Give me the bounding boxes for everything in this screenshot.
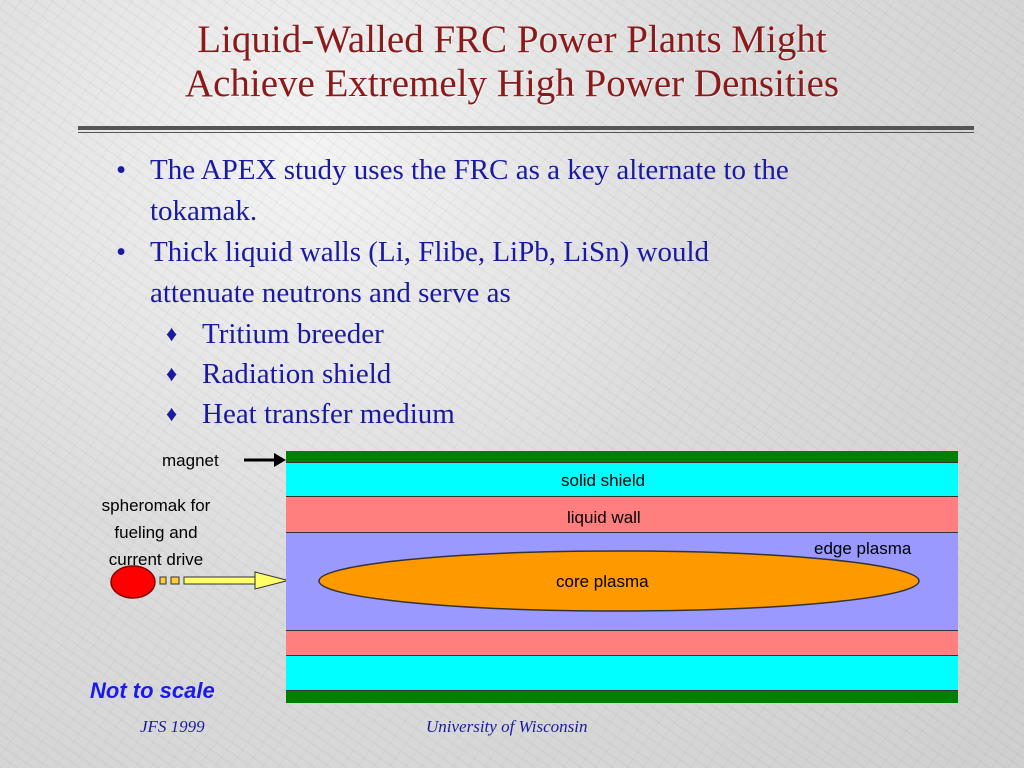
- spheromak-label-line-2: fueling and: [114, 523, 198, 542]
- edge-plasma-label: edge plasma: [814, 539, 912, 558]
- liquid-wall-label: liquid wall: [567, 508, 641, 527]
- footer-author-year: JFS 1999: [140, 717, 205, 736]
- bullet-text-2a: Thick liquid walls (Li, Flibe, LiPb, LiS…: [150, 236, 710, 268]
- bullet-text-1b: tokamak.: [150, 195, 258, 227]
- title-divider-thin: [78, 132, 974, 133]
- liquid-wall-band-top: [286, 497, 958, 533]
- magnet-band-top: [286, 451, 958, 462]
- title-divider-thick: [78, 126, 974, 130]
- sub-bullet-text: Radiation shield: [202, 358, 392, 390]
- sub-bullet-text: Heat transfer medium: [202, 398, 455, 430]
- magnet-label: magnet: [162, 451, 219, 470]
- bullet-dot-icon: •: [116, 236, 127, 268]
- spheromak-label-line-1: spheromak for: [101, 496, 211, 515]
- spheromak-injector: [110, 565, 289, 599]
- spheromak-label: spheromak for fueling and current drive: [76, 492, 236, 573]
- core-plasma-label: core plasma: [556, 572, 649, 591]
- bullet-item: • Thick liquid walls (Li, Flibe, LiPb, L…: [108, 232, 928, 314]
- spheromak-ball: [110, 565, 156, 599]
- liquid-wall-band-bottom: [286, 631, 958, 656]
- sub-bullet-text: Tritium breeder: [202, 318, 384, 350]
- sub-bullet-item: ♦ Radiation shield: [108, 354, 928, 394]
- solid-shield-band-bottom: [286, 656, 958, 691]
- spheromak-pellet: [159, 576, 167, 585]
- title-line-1: Liquid-Walled FRC Power Plants Might: [197, 18, 827, 61]
- injection-arrow-shaft: [183, 576, 259, 585]
- magnet-arrow-icon: [244, 453, 286, 467]
- not-to-scale-note: Not to scale: [90, 678, 215, 703]
- magnet-band-bottom: [286, 691, 958, 703]
- title-line-2: Achieve Extremely High Power Densities: [184, 62, 840, 105]
- footer-institution: University of Wisconsin: [426, 717, 588, 736]
- slide-title: Liquid-Walled FRC Power Plants Might Ach…: [0, 18, 1024, 106]
- spheromak-label-line-3: current drive: [108, 550, 204, 569]
- bullet-item: • The APEX study uses the FRC as a key a…: [108, 150, 928, 232]
- spheromak-pellet: [170, 576, 180, 585]
- solid-shield-band-top: [286, 462, 958, 497]
- injection-arrow-head: [254, 571, 289, 590]
- bullet-dot-icon: •: [116, 154, 127, 186]
- core-plasma-ellipse: [318, 550, 920, 612]
- bullet-list: • The APEX study uses the FRC as a key a…: [108, 150, 928, 434]
- diamond-bullet-icon: ♦: [166, 401, 178, 426]
- bullet-text-2b: attenuate neutrons and serve as: [150, 277, 511, 309]
- sub-bullet-item: ♦ Heat transfer medium: [108, 394, 928, 434]
- diamond-bullet-icon: ♦: [166, 321, 178, 346]
- diamond-bullet-icon: ♦: [166, 361, 178, 386]
- solid-shield-label: solid shield: [561, 471, 646, 490]
- bullet-text-1a: The APEX study uses the FRC as a key alt…: [150, 154, 789, 186]
- sub-bullet-item: ♦ Tritium breeder: [108, 314, 928, 354]
